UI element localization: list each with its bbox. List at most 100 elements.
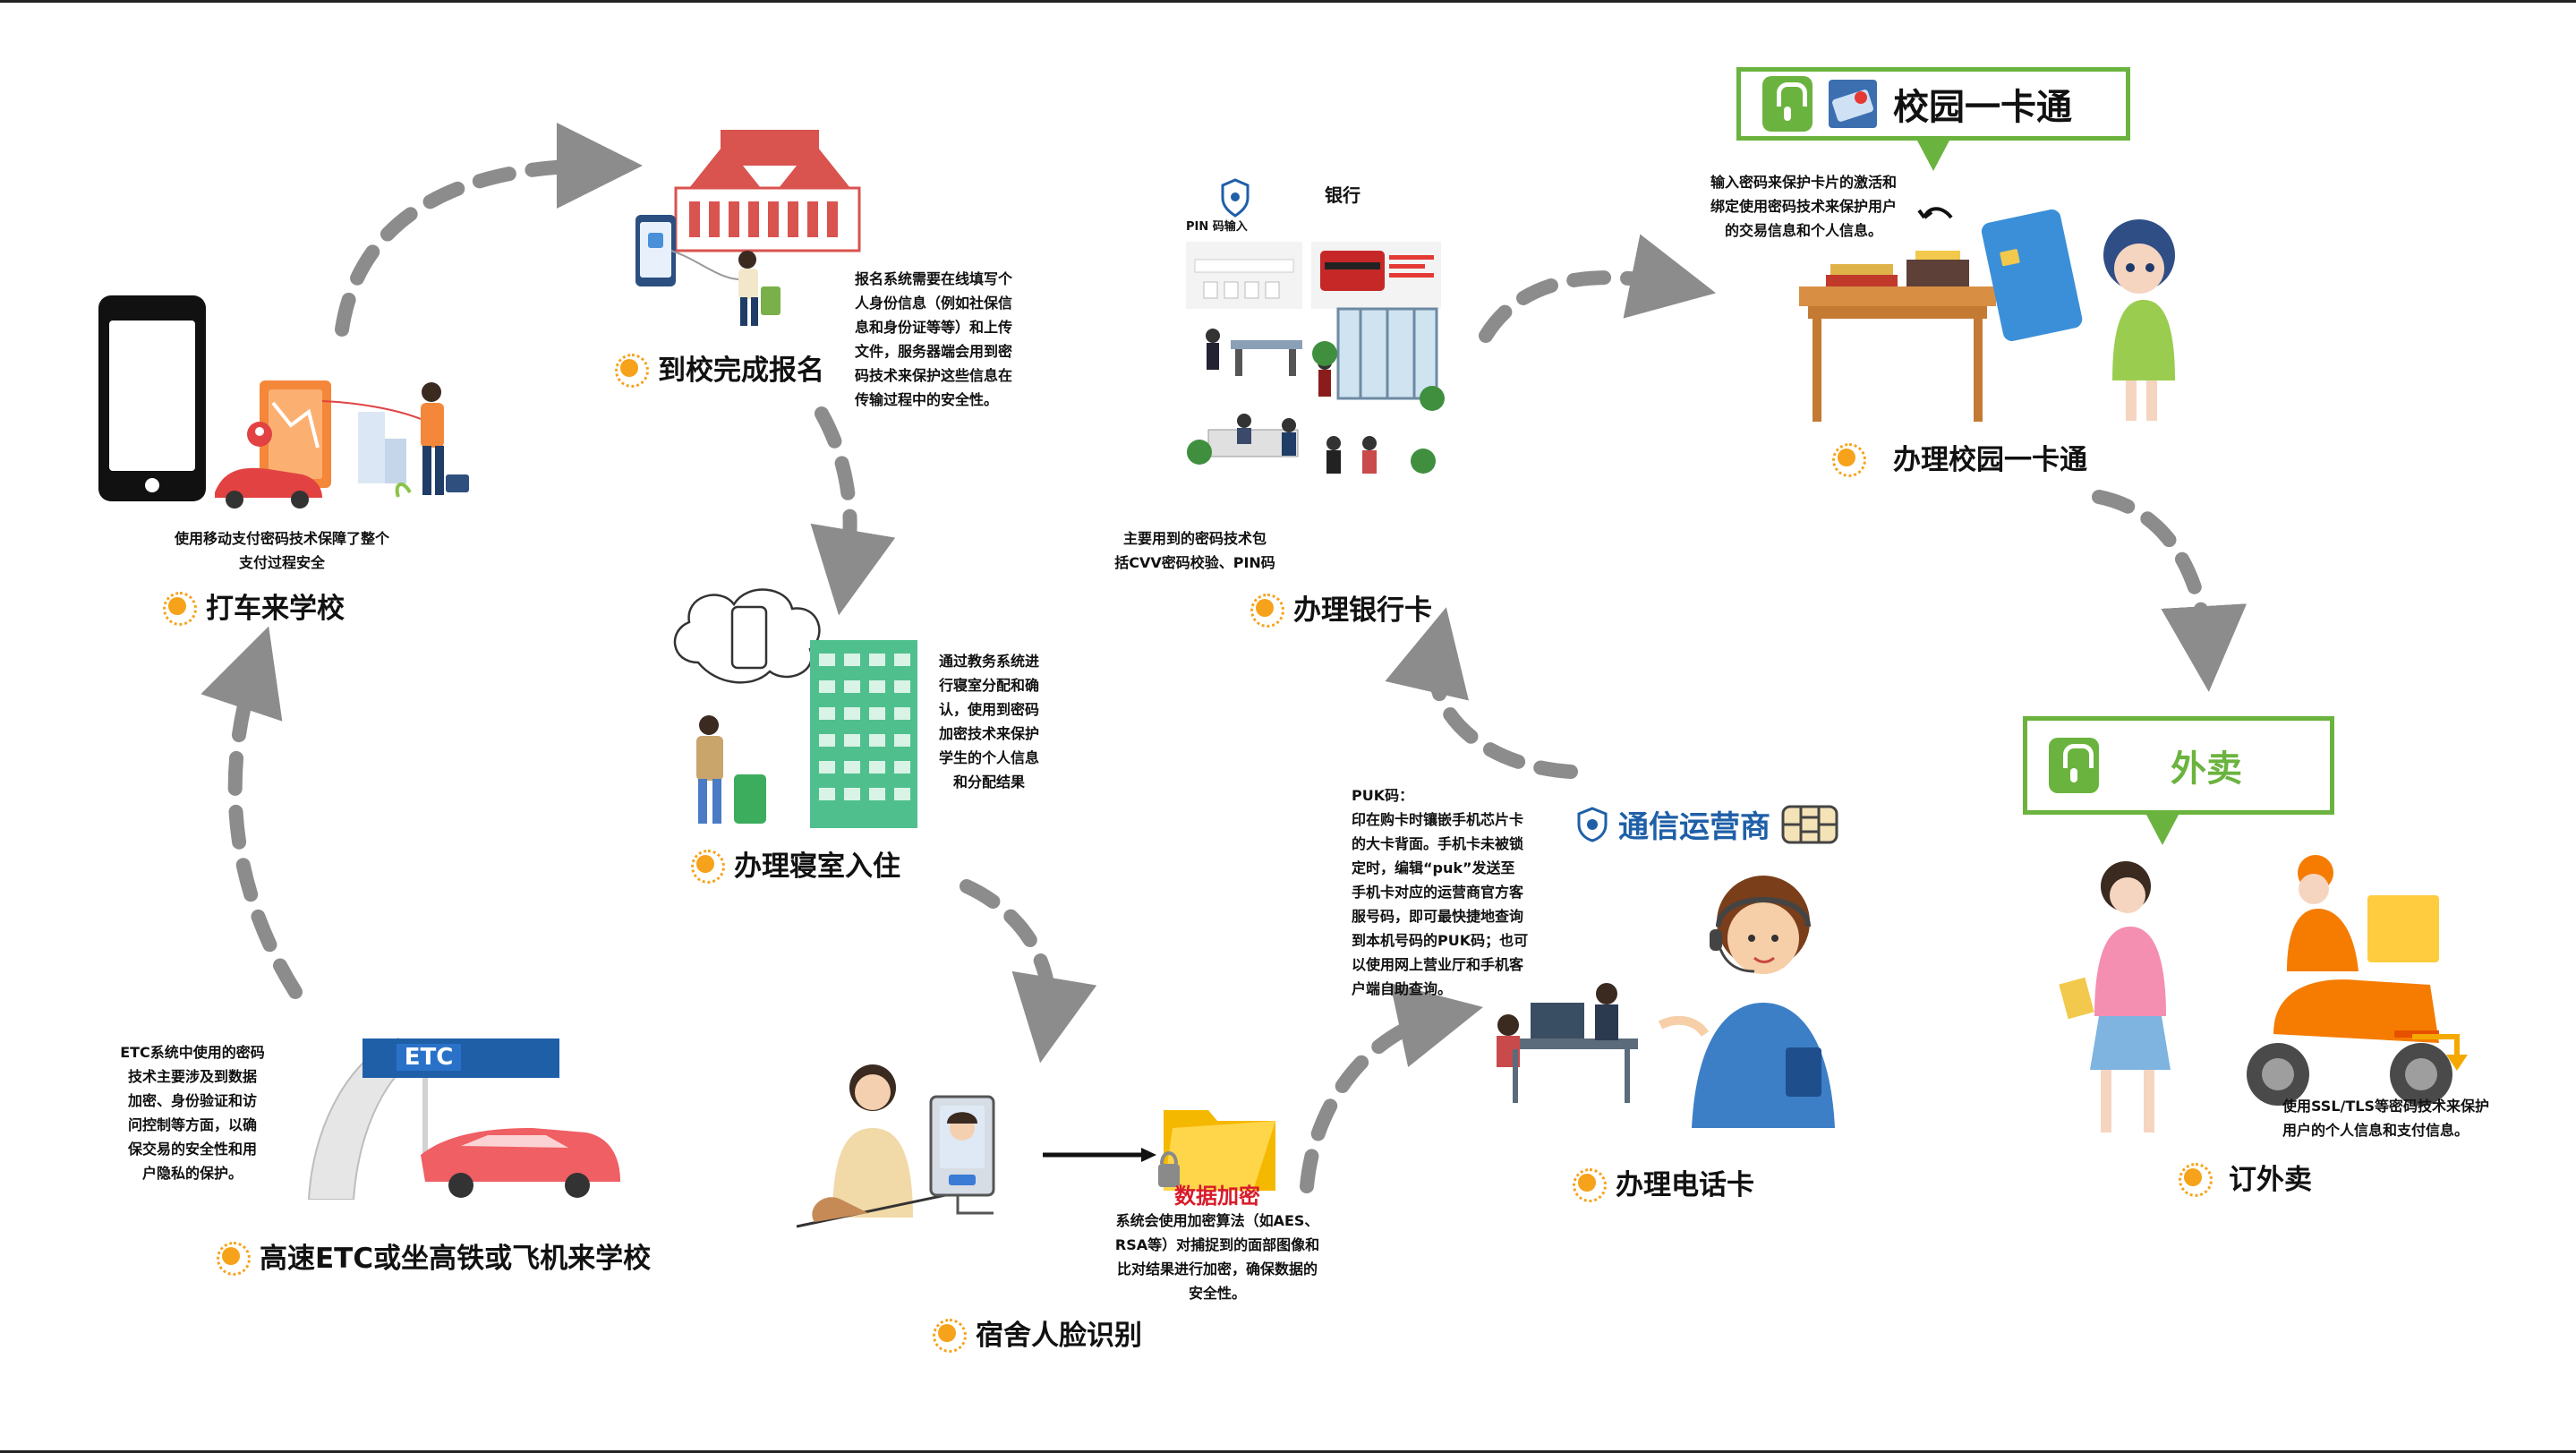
campus-note: 输入密码来保护卡片的激活和 绑定使用密码技术来保护用户 的交易信息和个人信息。: [1669, 170, 1938, 243]
takeout-badge-pointer: [2146, 815, 2179, 845]
phone-note-line: 户端自助查询。: [1352, 980, 1453, 997]
face-title-text: 宿舍人脸识别: [976, 1320, 1142, 1352]
dorm-note: 通过教务系统进 行寝室分配和确 认，使用到密码 加密技术来保护 学生的个人信息 …: [913, 649, 1065, 794]
phone-note-line: 印在购卡时镶嵌手机芯片卡: [1352, 811, 1524, 828]
taxi-note-line: 使用移动支付密码技术保障了整个: [174, 530, 389, 547]
takeout-note-line: 使用SSL/TLS等密码技术来保护: [2282, 1098, 2490, 1115]
phone-note-line: 定时，编辑“puk”发送至: [1352, 859, 1515, 876]
registration-title-text: 到校完成报名: [658, 355, 824, 387]
stage-title-dorm: 办理寝室入住: [689, 843, 900, 884]
phone-note-line: PUK码：: [1352, 787, 1414, 804]
etc-illustration: ETC: [307, 1037, 620, 1200]
dorm-note-line: 通过教务系统进: [938, 653, 1039, 670]
bank-label: 银行: [1325, 184, 1361, 206]
campus-card-illustration: [1799, 207, 2175, 422]
lock-icon: [2049, 738, 2099, 793]
phone-note: PUK码： 印在购卡时镶嵌手机芯片卡 的大卡背面。手机卡未被锁 定时，编辑“pu…: [1352, 783, 1575, 1001]
campus-title-text: 办理校园一卡通: [1893, 444, 2087, 476]
pin-label: PIN 码输入: [1186, 220, 1248, 234]
operator-label: 通信运营商: [1618, 809, 1770, 845]
registration-note-line: 文件，服务器端会用到密: [855, 343, 1013, 360]
takeout-badge: 外卖: [2023, 716, 2334, 815]
shield-icon: [1577, 806, 1608, 842]
sun-icon: [1830, 441, 1866, 477]
phone-note-line: 手机卡对应的运营商官方客: [1352, 884, 1524, 901]
campus-note-line: 绑定使用密码技术来保护用户: [1710, 198, 1897, 215]
taxi-note-line: 支付过程安全: [238, 554, 325, 571]
phone-card-illustration: [1497, 868, 1871, 1128]
phone-note-line: 的大卡背面。手机卡未被锁: [1352, 835, 1524, 852]
bank-note-line: 主要用到的密码技术包: [1122, 530, 1267, 547]
sun-icon: [1571, 1167, 1607, 1202]
dorm-title-text: 办理寝室入住: [734, 850, 900, 883]
registration-note-line: 码技术来保护这些信息在: [855, 367, 1013, 384]
takeout-badge-text: 外卖: [2171, 748, 2242, 790]
phone-note-line: 到本机号码的PUK码；也可: [1352, 932, 1529, 949]
stage-title-etc: 高速ETC或坐高铁或飞机来学校: [215, 1235, 651, 1276]
encrypt-label: 数据加密: [1174, 1184, 1260, 1209]
takeout-title-text: 订外卖: [2229, 1164, 2312, 1196]
registration-note-line: 人身份信息（例如社保信: [855, 295, 1013, 312]
etc-note-line: 加密、身份验证和访: [127, 1092, 257, 1109]
sun-icon: [2177, 1161, 2213, 1197]
campus-card-badge: 校园一卡通: [1736, 67, 2130, 141]
lock-icon: [1762, 76, 1813, 132]
phone-title-text: 办理电话卡: [1616, 1169, 1754, 1201]
campus-note-line: 的交易信息和个人信息。: [1724, 222, 1882, 239]
operator-header: 通信运营商: [1577, 802, 1838, 846]
etc-note-line: 户隐私的保护。: [141, 1165, 243, 1182]
registration-note: 报名系统需要在线填写个 人身份信息（例如社保信 息和身份证等等）和上传 文件，服…: [855, 267, 1114, 412]
face-note-line: RSA等）对捕捉到的面部图像和: [1114, 1236, 1320, 1253]
stage-title-face: 宿舍人脸识别: [931, 1312, 1142, 1353]
stage-title-bank: 办理银行卡: [1249, 587, 1432, 628]
dorm-note-line: 学生的个人信息: [938, 749, 1039, 766]
sun-icon: [1249, 592, 1284, 628]
etc-sign-text: ETC: [405, 1044, 454, 1071]
face-note-line: 安全性。: [1188, 1285, 1246, 1302]
registration-note-line: 报名系统需要在线填写个: [855, 270, 1013, 287]
dorm-note-line: 加密技术来保护: [938, 725, 1039, 742]
phone-note-line: 以使用网上营业厅和手机客: [1352, 956, 1524, 973]
registration-note-line: 息和身份证等等）和上传: [855, 319, 1013, 336]
etc-note-line: 技术主要涉及到数据: [127, 1068, 257, 1085]
dorm-illustration: [673, 588, 917, 828]
etc-note-line: 问控制等方面，以确: [127, 1116, 257, 1133]
etc-title-text: 高速ETC或坐高铁或飞机来学校: [260, 1243, 652, 1275]
stage-title-campus: 办理校园一卡通: [1830, 437, 2087, 477]
face-note-line: 系统会使用加密算法（如AES、: [1115, 1212, 1319, 1229]
face-note-line: 比对结果进行加密，确保数据的: [1116, 1261, 1318, 1278]
takeout-illustration: [2059, 855, 2452, 1132]
face-recognition-illustration: [796, 1064, 1275, 1228]
bank-illustration: [1186, 178, 1445, 474]
stage-title-taxi: 打车来学校: [161, 585, 345, 626]
taxi-title-text: 打车来学校: [206, 593, 345, 625]
sun-icon: [689, 848, 725, 884]
sun-icon: [931, 1317, 967, 1353]
stage-title-phone: 办理电话卡: [1571, 1162, 1754, 1202]
etc-note-line: ETC系统中使用的密码: [120, 1044, 265, 1061]
registration-illustration: [635, 130, 861, 326]
campus-note-line: 输入密码来保护卡片的激活和: [1710, 174, 1897, 191]
bank-note: 主要用到的密码技术包 括CVV密码校验、PIN码: [1074, 526, 1316, 575]
takeout-note: 使用SSL/TLS等密码技术来保护 用户的个人信息和支付信息。: [2282, 1094, 2551, 1142]
etc-note-line: 保交易的安全性和用: [127, 1141, 257, 1158]
arrow-icon: [2412, 1034, 2468, 1071]
bank-note-line: 括CVV密码校验、PIN码: [1114, 554, 1275, 571]
phone-note-line: 服号码，即可最快捷地查询: [1352, 908, 1524, 925]
registration-note-line: 传输过程中的安全性。: [855, 391, 999, 408]
dorm-note-line: 行寝室分配和确: [938, 677, 1039, 694]
etc-note: ETC系统中使用的密码 技术主要涉及到数据 加密、身份验证和访 问控制等方面，以…: [85, 1040, 300, 1185]
campus-card-badge-text: 校园一卡通: [1893, 87, 2072, 128]
sim-chip-icon: [1781, 805, 1838, 843]
campus-badge-pointer: [1917, 141, 1949, 171]
stage-title-takeout: 订外卖: [2177, 1157, 2312, 1197]
dorm-note-line: 认，使用到密码: [938, 701, 1039, 718]
bank-title-text: 办理银行卡: [1293, 594, 1432, 627]
sun-icon: [613, 352, 649, 388]
taxi-note: 使用移动支付密码技术保障了整个 支付过程安全: [116, 526, 448, 575]
takeout-note-line: 用户的个人信息和支付信息。: [2282, 1122, 2469, 1139]
face-note: 系统会使用加密算法（如AES、 RSA等）对捕捉到的面部图像和 比对结果进行加密…: [1083, 1209, 1352, 1305]
stage-title-registration: 到校完成报名: [613, 347, 824, 388]
taxi-illustration: [98, 295, 469, 509]
